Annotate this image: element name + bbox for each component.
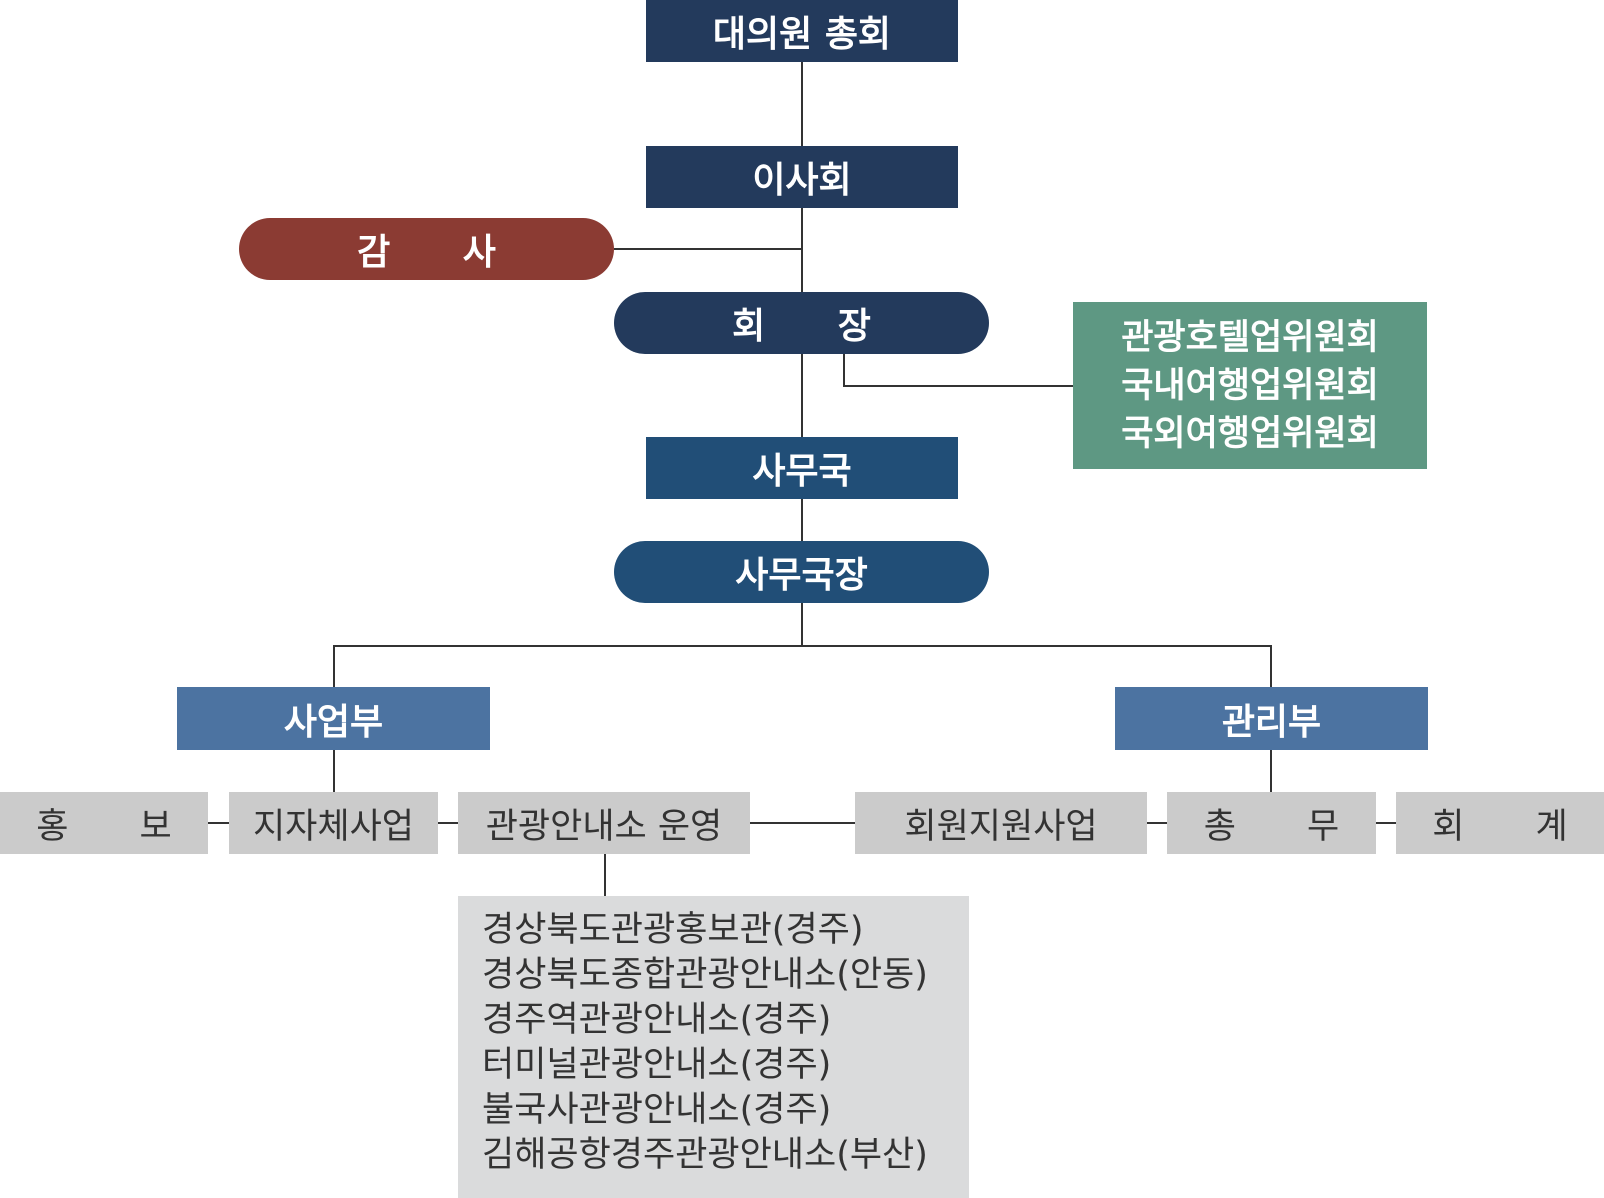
pr-unit-label: 홍 보	[36, 806, 202, 847]
management-dept-label: 관리부	[1221, 701, 1322, 743]
board-box: 이사회	[646, 146, 958, 208]
info-center-item: 경주역관광안내소(경주)	[482, 1000, 832, 1040]
connector-line	[1270, 750, 1272, 792]
info-center-unit-label: 관광안내소 운영	[485, 806, 723, 847]
connector-line	[333, 645, 1272, 647]
secretariat-label: 사무국	[752, 451, 852, 492]
connector-line	[333, 645, 335, 687]
chairman-box: 회 장	[614, 292, 989, 354]
info-center-item: 경상북도관광홍보관(경주)	[482, 910, 864, 950]
board-label: 이사회	[752, 160, 852, 201]
connector-line	[801, 597, 803, 645]
local-gov-unit-box: 지자체사업	[229, 792, 438, 854]
info-center-item: 터미널관광안내소(경주)	[482, 1045, 832, 1085]
chairman-label: 회 장	[732, 306, 901, 347]
info-center-item: 경상북도종합관광안내소(안동)	[482, 955, 928, 995]
info-center-item: 불국사관광안내소(경주)	[482, 1090, 832, 1130]
connector-line	[208, 822, 1398, 824]
committee-item: 국내여행업위원회	[1121, 365, 1379, 406]
business-dept-label: 사업부	[283, 701, 384, 743]
member-support-unit-label: 회원지원사업	[904, 806, 1098, 847]
general-assembly-label: 대의원 총회	[712, 14, 892, 55]
connector-line	[333, 750, 335, 792]
pr-unit-box: 홍 보	[0, 792, 208, 854]
connector-line	[843, 354, 845, 386]
connector-line	[1270, 645, 1272, 687]
connector-line	[604, 854, 606, 896]
committees-box: 관광호텔업위원회 국내여행업위원회 국외여행업위원회	[1073, 302, 1427, 469]
secretary-general-label: 사무국장	[735, 555, 868, 596]
general-affairs-unit-label: 총 무	[1203, 806, 1370, 847]
local-gov-unit-label: 지자체사업	[252, 806, 414, 847]
info-center-unit-box: 관광안내소 운영	[458, 792, 750, 854]
management-dept-box: 관리부	[1115, 687, 1428, 750]
info-center-list-box: 경상북도관광홍보관(경주) 경상북도종합관광안내소(안동) 경주역관광안내소(경…	[458, 896, 969, 1198]
general-assembly-box: 대의원 총회	[646, 0, 958, 62]
connector-line	[614, 248, 802, 250]
secretariat-box: 사무국	[646, 437, 958, 499]
accounting-unit-box: 회 계	[1396, 792, 1604, 854]
business-dept-box: 사업부	[177, 687, 490, 750]
general-affairs-unit-box: 총 무	[1167, 792, 1376, 854]
connector-line	[843, 385, 1073, 387]
secretary-general-box: 사무국장	[614, 541, 989, 603]
committee-item: 관광호텔업위원회	[1121, 317, 1379, 358]
info-center-item: 김해공항경주관광안내소(부산)	[482, 1135, 928, 1175]
auditor-label: 감 사	[357, 232, 526, 273]
committee-item: 국외여행업위원회	[1121, 413, 1379, 454]
auditor-box: 감 사	[239, 218, 614, 280]
member-support-unit-box: 회원지원사업	[855, 792, 1147, 854]
accounting-unit-label: 회 계	[1432, 806, 1598, 847]
